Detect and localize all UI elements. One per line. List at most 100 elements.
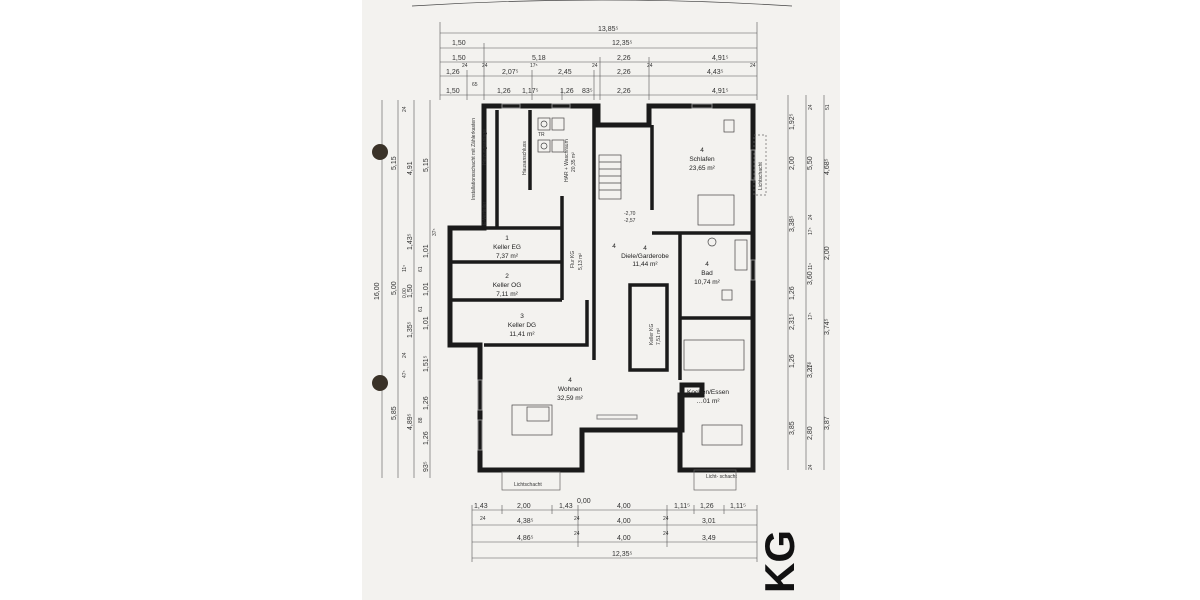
dim-right-e: 3,38⁵ xyxy=(789,215,796,232)
dim-left-l: 1,01 xyxy=(423,316,430,330)
dim-bot-r1e: 1,11⁵ xyxy=(674,503,690,510)
dim-bottom-zero: 0,00 xyxy=(577,498,591,505)
dim-top-r4a: 1,26 xyxy=(446,69,460,76)
dim-top-s3: 17⁵ xyxy=(530,63,538,69)
bottom-dimensions: 0,00 1,43 2,00 1,43 4,00 1,11⁵ 1,26 1,11… xyxy=(471,498,758,562)
dim-right-m: 3,85 xyxy=(789,421,796,435)
dim-top-r2a: 1,50 xyxy=(452,40,466,47)
dim-bot-r3c: 3,49 xyxy=(702,535,716,542)
walls xyxy=(447,103,756,473)
dim-top-65: 65 xyxy=(472,82,478,88)
dim-left-f: 1,50 xyxy=(407,284,414,298)
label-wohnen: Wohnen xyxy=(558,386,582,393)
lichtschacht-bottom-box xyxy=(501,471,561,491)
dim-right-c: 2,00 xyxy=(789,156,796,170)
dim-left-b: 5,00 xyxy=(391,281,398,295)
sheet-label: KG xyxy=(750,505,810,595)
punch-hole-top xyxy=(372,144,388,160)
dim-right-s8: 24 xyxy=(808,464,814,470)
dim-left-s: 11⁵ xyxy=(402,265,408,272)
dim-right-l: 3,27⁵ xyxy=(807,361,814,378)
dim-bot-s2: 24 xyxy=(574,516,580,522)
label-tr: TR xyxy=(538,132,545,138)
dim-top-r5f: 2,26 xyxy=(617,88,631,95)
dim-top-s1: 24 xyxy=(462,63,468,69)
dim-right-s2: 51 xyxy=(825,104,831,110)
dim-right-h: 1,26 xyxy=(789,286,796,300)
plan-sheet: 13,85⁵ 1,50 12,35⁵ 1,50 5,18 2,26 4,91⁵ … xyxy=(362,0,840,600)
area-keller-og: 7,11 m² xyxy=(496,291,518,298)
num-stair: 4 xyxy=(612,243,616,250)
label-keller-og: Keller OG xyxy=(493,282,522,289)
dim-top-total: 13,85⁵ xyxy=(598,26,619,33)
dim-left-i: 5,15 xyxy=(423,158,430,172)
area-diele: 11,44 m² xyxy=(632,261,658,268)
area-kochen: …01 m² xyxy=(696,398,720,405)
dim-left-v: 61 xyxy=(418,266,424,272)
dim-top-r4b: 2,07⁵ xyxy=(502,69,519,76)
label-heizungsanlage: Heizungsanlage xyxy=(482,129,488,165)
dim-right-b: 5,50 xyxy=(807,156,814,170)
dim-left-d: 4,91 xyxy=(407,161,414,175)
dim-top-r3d: 4,91⁵ xyxy=(712,55,729,62)
fixtures xyxy=(511,117,748,446)
dim-bot-r1b: 2,00 xyxy=(517,503,531,510)
label-keller-eg: Keller EG xyxy=(493,244,521,251)
area-schlafen: 23,65 m² xyxy=(689,165,715,172)
dim-left-u: 47⁵ xyxy=(402,370,408,378)
dim-top-r3b: 5,18 xyxy=(532,55,546,62)
dim-left-x: 37⁵ xyxy=(432,228,438,236)
dim-top-r4d: 2,26 xyxy=(617,69,631,76)
dim-left-total: 16,00 xyxy=(374,282,381,300)
dim-top-r5g: 4,91⁵ xyxy=(712,88,729,95)
num-bad: 4 xyxy=(705,261,709,268)
dim-right-j: 3,74⁵ xyxy=(824,318,831,335)
area-keller-dg: 11,41 m² xyxy=(509,331,535,338)
label-lichtschacht-bottom: Lichtschacht xyxy=(514,482,542,488)
dim-bot-r2b: 4,00 xyxy=(617,518,631,525)
lichtschacht-right-box xyxy=(753,134,767,196)
dim-left-g: 1,35⁵ xyxy=(407,321,414,338)
area-keller-eg: 7,37 m² xyxy=(496,253,519,260)
dim-bot-r3b: 4,00 xyxy=(617,535,631,542)
dim-top-s4: 24 xyxy=(592,63,598,69)
dim-left-j: 1,01 xyxy=(423,244,430,258)
floor-plan: 13,85⁵ 1,50 12,35⁵ 1,50 5,18 2,26 4,91⁵ … xyxy=(372,0,831,562)
dim-right-o: 3,87 xyxy=(824,416,831,430)
dim-right-s5: 11⁵ xyxy=(808,263,814,270)
dim-right-s4: 17⁵ xyxy=(808,227,814,235)
dim-left-t: 24 xyxy=(402,352,408,358)
dim-right-a: 1,92⁵ xyxy=(789,113,796,130)
dim-right-s1: 24 xyxy=(808,104,814,110)
level-a: -2,70 xyxy=(624,211,636,217)
label-lichtschacht-small: Licht- schacht xyxy=(706,474,737,480)
dim-left-o: 1,26 xyxy=(423,431,430,445)
num-keller-eg: 1 xyxy=(505,235,509,242)
dim-bot-s3: 24 xyxy=(663,516,669,522)
label-har: HAR + Waschraum xyxy=(564,139,570,182)
area-flur-kg: 5,13 m² xyxy=(578,253,584,270)
dim-right-n: 2,80 xyxy=(807,426,814,440)
dim-left-e: 1,43⁵ xyxy=(407,233,414,250)
label-e-verteiler: E-Verteiler xyxy=(482,201,488,225)
num-keller-og: 2 xyxy=(505,273,509,280)
area-keller-kg: 7,51 m² xyxy=(656,328,662,345)
lichtschacht-small-text: Licht- schacht xyxy=(706,474,737,480)
top-dimensions: 13,85⁵ 1,50 12,35⁵ 1,50 5,18 2,26 4,91⁵ … xyxy=(439,22,758,100)
sheet-label-svg: KG xyxy=(756,530,803,593)
dim-left-n: 1,26 xyxy=(423,396,430,410)
level-b: -2,57 xyxy=(624,218,636,224)
page-edge xyxy=(411,0,793,7)
dim-top-r4c: 2,45 xyxy=(558,69,572,76)
label-schlafen: Schlafen xyxy=(689,156,715,163)
area-har: 20,35 m² xyxy=(571,152,577,172)
dim-top-r2b: 12,35⁵ xyxy=(612,40,633,47)
label-lichtschacht-right: Lichtschacht xyxy=(758,162,764,190)
dim-bot-r1d: 4,00 xyxy=(617,503,631,510)
label-flur-kg: Flur KG xyxy=(570,251,576,268)
label-diele: Diele/Garderobe xyxy=(621,253,669,260)
dim-top-s5: 24 xyxy=(647,63,653,69)
dim-top-s6: 24 xyxy=(750,63,756,69)
num-schlafen: 4 xyxy=(700,147,704,154)
windows xyxy=(477,103,756,451)
